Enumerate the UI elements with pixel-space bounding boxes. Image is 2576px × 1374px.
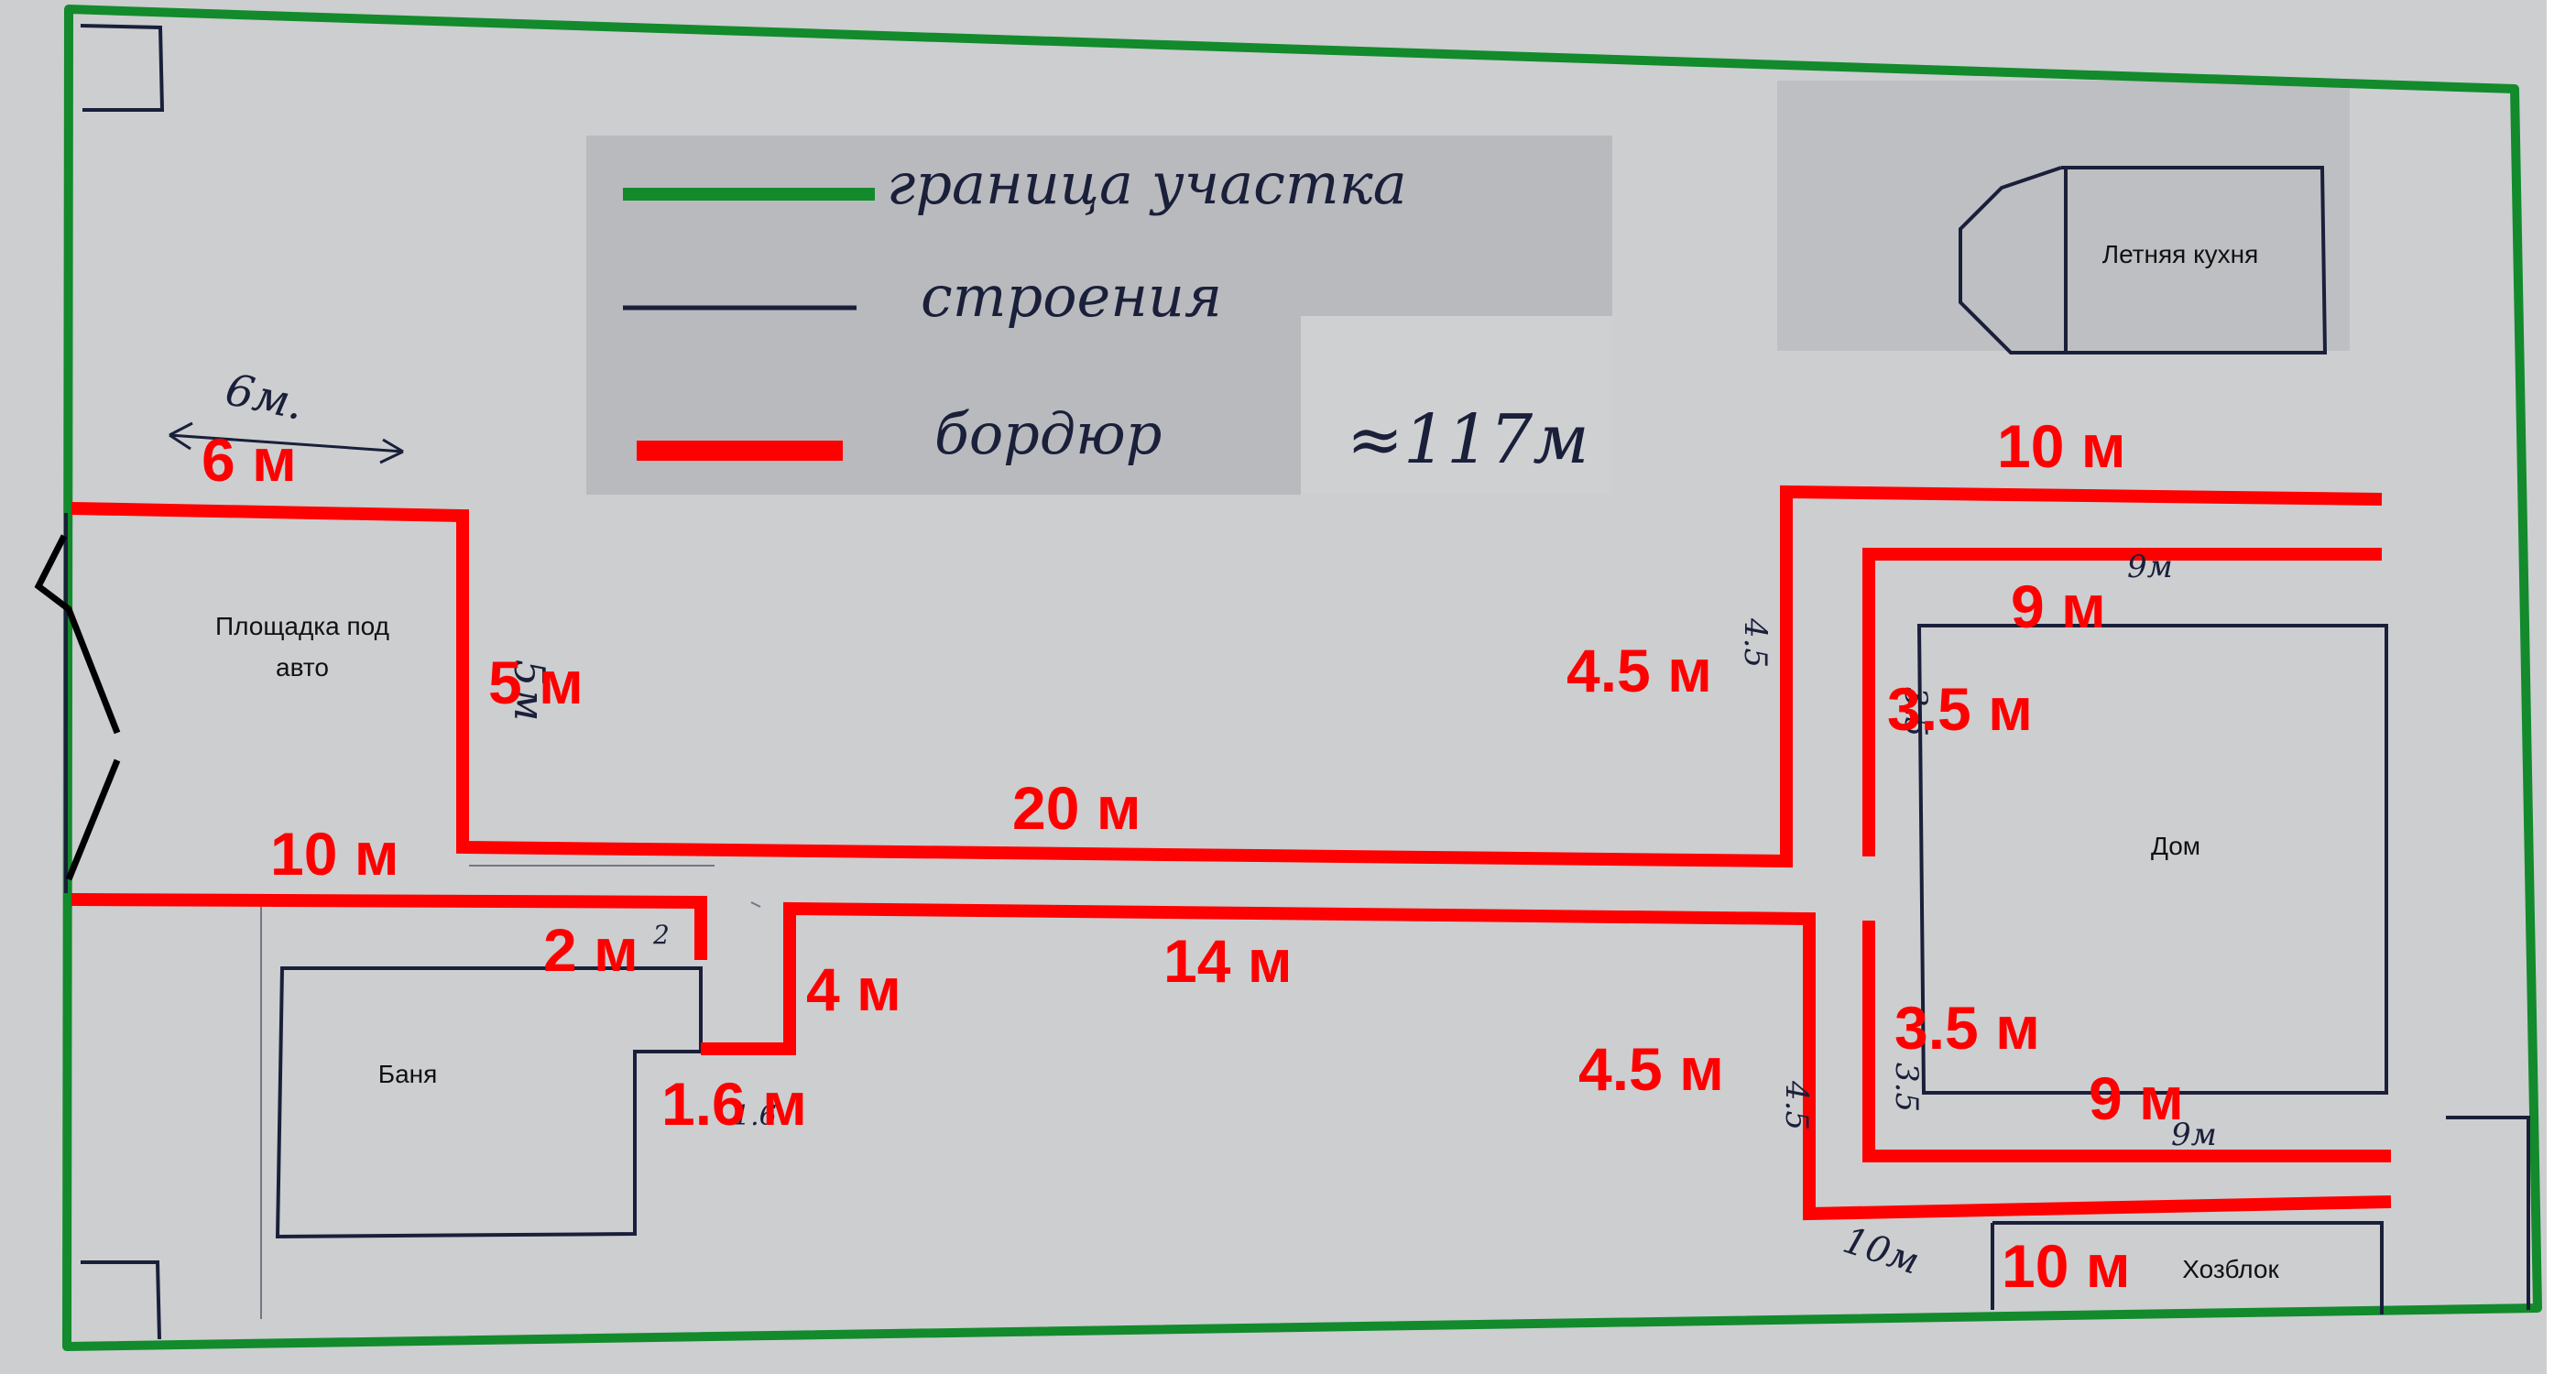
note-1-6: 1.6 xyxy=(733,1100,777,1132)
right-margin xyxy=(2547,0,2576,1374)
legend-total-length: ≈117м xyxy=(1347,400,1589,479)
measure-4m: 4 м xyxy=(806,955,901,1023)
dimension-arrow-6m xyxy=(169,421,404,464)
bathhouse-label: Баня xyxy=(378,1060,438,1088)
measure-9m-top: 9 м xyxy=(2011,572,2106,640)
measure-9m-bottom: 9 м xyxy=(2089,1064,2184,1132)
note-9m-bottom: 9м xyxy=(2171,1117,2217,1153)
parking-label-line1: Площадка под xyxy=(215,612,389,640)
site-boundary xyxy=(62,5,2542,1351)
legend-label-buildings: строения xyxy=(921,263,1222,330)
measure-10m-top-right: 10 м xyxy=(1997,412,2126,480)
note-3-5-top: 3.5 xyxy=(1897,687,1934,736)
note-4-5-top: 4.5 xyxy=(1737,617,1774,668)
measure-5m: 5 м xyxy=(488,649,584,716)
gate-leaf-bottom xyxy=(65,758,121,881)
top-right-patch xyxy=(1777,81,2350,351)
house-label: Дом xyxy=(2151,832,2200,860)
corner-mark-top-left xyxy=(80,24,165,112)
note-5m: 5м xyxy=(505,660,554,721)
note-3-5-bottom: 3.5 xyxy=(1888,1063,1925,1112)
measure-4-5m-top: 4.5 м xyxy=(1566,637,1712,704)
curb-bottom-left xyxy=(71,893,707,960)
summer-kitchen-outline xyxy=(1959,166,2328,354)
measure-3-5m-top: 3.5 м xyxy=(1887,675,2033,743)
corner-mark-bottom-left xyxy=(81,1260,161,1340)
curb-inner-top xyxy=(1862,548,2382,856)
legend-label-curb: бордюр xyxy=(934,400,1162,467)
house-outline xyxy=(1916,624,2388,1095)
curb-inner-bottom xyxy=(1862,921,2391,1162)
measure-2m: 2 м xyxy=(543,916,639,984)
bathhouse-outline xyxy=(275,966,703,1239)
measure-1-6m: 1.6 м xyxy=(661,1070,807,1138)
measure-14m: 14 м xyxy=(1163,927,1293,995)
curb-step xyxy=(701,901,2392,1221)
legend-panel-tone xyxy=(1301,316,1612,495)
gate-leaf-top xyxy=(34,534,121,735)
parking-label-line2: авто xyxy=(276,653,329,682)
measure-4-5m-bottom: 4.5 м xyxy=(1578,1035,1724,1103)
legend-label-boundary: граница участка xyxy=(887,150,1407,217)
utility-block-outline xyxy=(1991,1116,2530,1314)
note-2: 2 xyxy=(652,920,670,950)
utility-block-label: Хозблок xyxy=(2182,1255,2279,1283)
curb-lines xyxy=(71,485,2392,1221)
summer-kitchen-label: Летняя кухня xyxy=(2102,240,2259,268)
curb-top-left xyxy=(71,485,2383,868)
measure-20m: 20 м xyxy=(1012,774,1141,842)
measure-10m-bottom-right: 10 м xyxy=(2002,1232,2131,1300)
driveway-lines xyxy=(260,865,761,1319)
note-9m-top: 9м xyxy=(2127,549,2173,585)
note-4-5-bottom: 4.5 xyxy=(1778,1080,1815,1130)
measure-10m-left: 10 м xyxy=(270,820,399,888)
measure-3-5m-bottom: 3.5 м xyxy=(1894,994,2040,1062)
measure-6m: 6 м xyxy=(202,426,297,494)
